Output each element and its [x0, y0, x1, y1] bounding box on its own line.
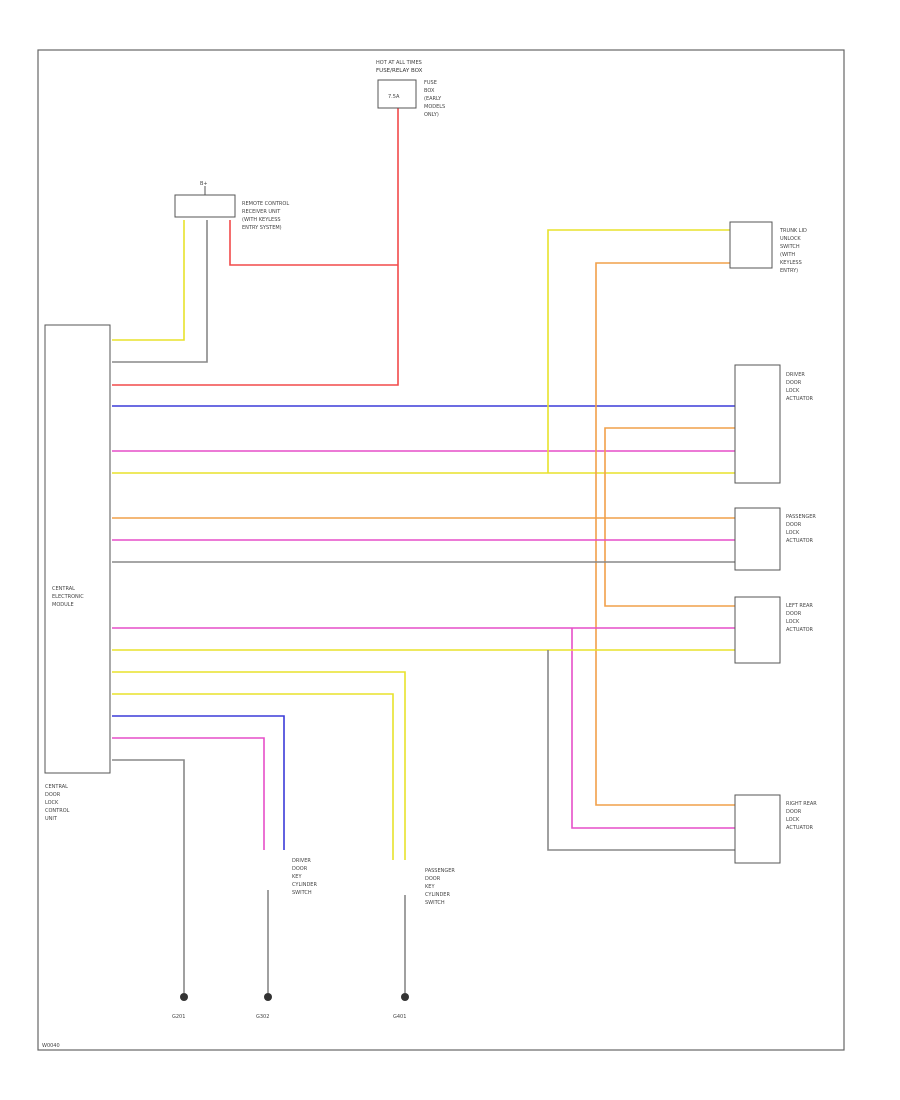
fuse-line-3: MODELS — [424, 104, 445, 110]
ground-points: G201 G302 G401 — [172, 993, 409, 1020]
ecu-bottom-1: DOOR — [45, 792, 61, 798]
kcr-line-3: CYLINDER — [425, 892, 450, 898]
fuse-terminal-label: 7.5A — [388, 94, 400, 100]
trunk-line-2: SWITCH — [780, 244, 800, 250]
remote-top-label: B+ — [200, 181, 208, 187]
fuse-description: FUSE BOX (EARLY MODELS ONLY) — [424, 80, 445, 118]
diagram-frame — [37, 49, 845, 1051]
dr-line-1: DOOR — [786, 380, 802, 386]
kcl-line-3: CYLINDER — [292, 882, 317, 888]
kcr-line-2: KEY — [425, 884, 435, 890]
rr-line-1: DOOR — [786, 809, 802, 815]
trunk-line-5: ENTRY) — [780, 268, 798, 274]
ecu-bottom-2: LOCK — [45, 800, 59, 806]
ground-symbol — [264, 993, 272, 1001]
wire-blue — [112, 715, 285, 850]
passenger-door-actuator: PASSENGER DOOR LOCK ACTUATOR — [734, 507, 816, 571]
ground-symbol — [401, 993, 409, 1001]
fuse-line-2: (EARLY — [424, 96, 442, 102]
ps-line-0: PASSENGER — [786, 514, 816, 520]
left-rear-door-actuator: LEFT REAR DOOR LOCK ACTUATOR — [734, 596, 814, 664]
central-control-module: CENTRAL ELECTRONIC MODULE CENTRAL DOOR L… — [44, 324, 111, 822]
ecu-bottom-3: CONTROL — [45, 808, 70, 814]
wire-red — [112, 108, 399, 386]
wire-gray — [112, 759, 185, 993]
remote-line-2: (WITH KEYLESS — [242, 217, 281, 223]
fuse-line-1: BOX — [424, 88, 435, 94]
ps-line-1: DOOR — [786, 522, 802, 528]
kcl-line-1: DOOR — [292, 866, 308, 872]
dr-line-3: ACTUATOR — [786, 396, 814, 402]
passenger-key-cylinder-switch: PASSENGER DOOR KEY CYLINDER SWITCH — [425, 868, 455, 906]
ground-symbol — [180, 993, 188, 1001]
trunk-line-1: UNLOCK — [780, 236, 801, 242]
ground-label-0: G201 — [172, 1014, 185, 1020]
kcl-line-2: KEY — [292, 874, 302, 880]
remote-line-0: REMOTE CONTROL — [242, 201, 289, 207]
fuse-box-subtitle: HOT AT ALL TIMES — [376, 60, 422, 66]
lr-line-3: ACTUATOR — [786, 627, 814, 633]
wire-orange — [604, 427, 735, 518]
wire-yellow — [112, 671, 406, 860]
rr-line-2: LOCK — [786, 817, 800, 823]
wire-group — [112, 108, 735, 993]
kcl-line-0: DRIVER — [292, 858, 311, 864]
trunk-line-3: (WITH — [780, 252, 795, 258]
wire-pink — [571, 628, 735, 829]
ecu-line-2: MODULE — [52, 602, 74, 608]
ecu-bottom-0: CENTRAL — [45, 784, 68, 790]
driver-key-cylinder-switch: DRIVER DOOR KEY CYLINDER SWITCH — [292, 858, 317, 896]
trunk-line-0: TRUNK LID — [779, 228, 807, 234]
kcr-line-1: DOOR — [425, 876, 441, 882]
trunk-lid-switch: TRUNK LID UNLOCK SWITCH (WITH KEYLESS EN… — [729, 221, 807, 274]
dr-line-0: DRIVER — [786, 372, 805, 378]
lr-line-1: DOOR — [786, 611, 802, 617]
wire-orange — [595, 518, 735, 806]
wire-orange — [604, 518, 735, 607]
wire-gray — [547, 650, 735, 851]
fuse-line-4: ONLY) — [424, 112, 439, 118]
remote-line-3: ENTRY SYSTEM) — [242, 225, 282, 231]
ecu-line-1: ELECTRONIC — [52, 594, 84, 600]
wire-yellow — [112, 693, 394, 860]
remote-receiver-unit: B+ REMOTE CONTROL RECEIVER UNIT (WITH KE… — [174, 181, 289, 231]
lr-line-0: LEFT REAR — [786, 603, 813, 609]
kcr-line-4: SWITCH — [425, 900, 445, 906]
fuse-line-0: FUSE — [424, 80, 437, 86]
lr-line-2: LOCK — [786, 619, 800, 625]
fuse-box-title: FUSE/RELAY BOX — [376, 68, 423, 74]
dr-line-2: LOCK — [786, 388, 800, 394]
rr-line-3: ACTUATOR — [786, 825, 814, 831]
ecu-line-0: CENTRAL — [52, 586, 75, 592]
rr-line-0: RIGHT REAR — [786, 801, 817, 807]
wire-red — [229, 220, 398, 266]
wire-orange — [595, 262, 730, 518]
ground-label-1: G302 — [256, 1014, 269, 1020]
ground-label-2: G401 — [393, 1014, 406, 1020]
fuse-box: FUSE/RELAY BOX HOT AT ALL TIMES 7.5A — [376, 60, 423, 109]
kcr-line-0: PASSENGER — [425, 868, 455, 874]
right-rear-door-actuator: RIGHT REAR DOOR LOCK ACTUATOR — [734, 794, 817, 864]
wire-yellow — [112, 220, 185, 341]
ps-line-2: LOCK — [786, 530, 800, 536]
ps-line-3: ACTUATOR — [786, 538, 814, 544]
wire-pink — [112, 737, 265, 850]
ecu-bottom-4: UNIT — [45, 816, 58, 822]
trunk-line-4: KEYLESS — [780, 260, 802, 266]
remote-line-1: RECEIVER UNIT — [242, 209, 281, 215]
driver-door-actuator: DRIVER DOOR LOCK ACTUATOR — [734, 364, 814, 484]
wire-yellow — [547, 229, 730, 473]
footer-code: W0040 — [42, 1043, 60, 1049]
wire-gray — [112, 220, 208, 363]
kcl-line-4: SWITCH — [292, 890, 312, 896]
